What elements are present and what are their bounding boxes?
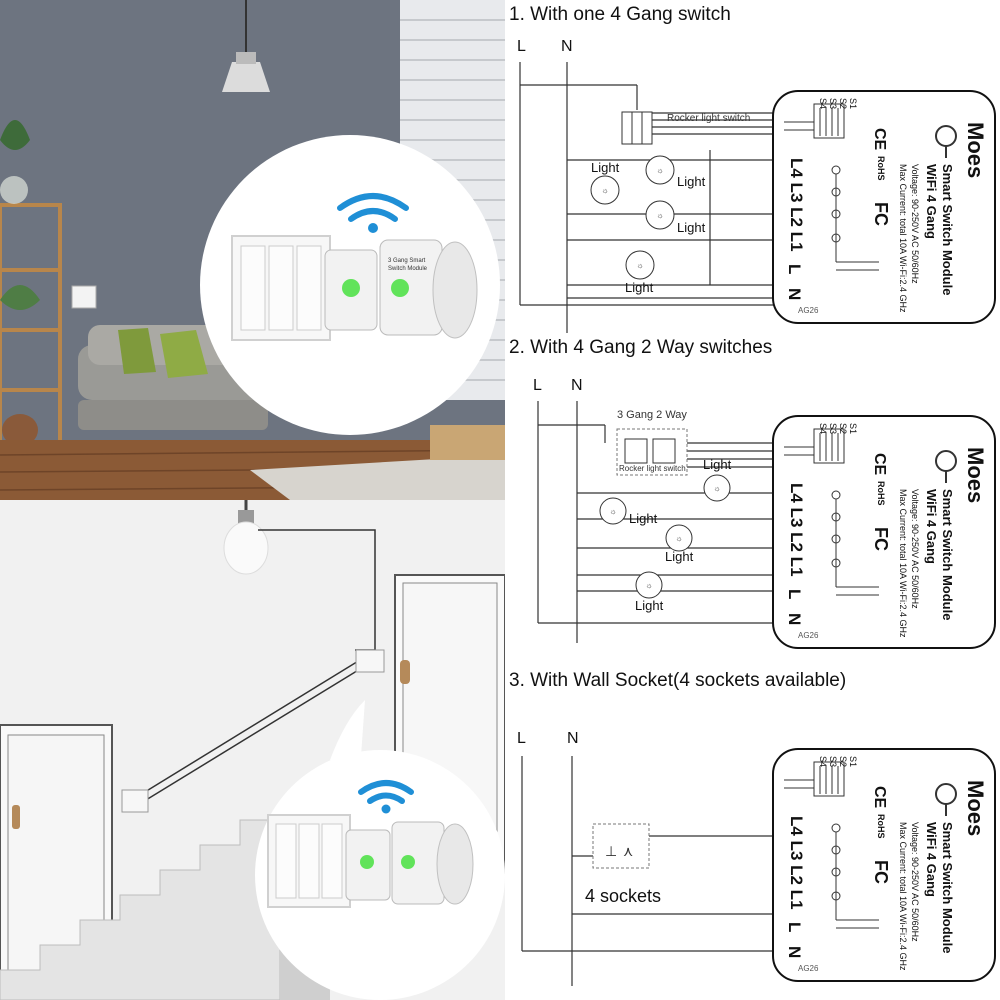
section-title: 3. With Wall Socket(4 sockets available) <box>509 670 847 691</box>
fcc-mark: FC <box>871 202 891 226</box>
rocker-switch-label: Rocker light switch <box>667 113 750 124</box>
switch-terminal-s2: S2 <box>838 423 848 435</box>
voltage-spec: Voltage: 90-250V AC 50/60Hz <box>910 164 920 284</box>
svg-text:⊥: ⊥ <box>605 843 617 859</box>
switch-terminal-s1: S1 <box>848 423 858 435</box>
switch-terminal-s3: S3 <box>828 423 838 435</box>
ce-mark: CE <box>871 453 888 476</box>
model-number: AG26 <box>798 306 819 315</box>
svg-text:Switch Module: Switch Module <box>388 266 428 272</box>
module-subtitle: WiFi 4 Gang <box>924 164 939 239</box>
fcc-mark: FC <box>871 527 891 551</box>
brand-logo: Moes <box>963 447 988 504</box>
light-label: Light <box>677 220 706 235</box>
socket-label: 4 sockets <box>585 886 662 906</box>
voltage-spec: Voltage: 90-250V AC 50/60Hz <box>910 822 920 942</box>
smart-switch-module: L4 L3 L2 L1 L N Moes Smart Switch Module… <box>772 90 996 324</box>
module-title: Smart Switch Module <box>940 164 955 296</box>
brand-logo: Moes <box>963 122 988 179</box>
switch-terminal-s2: S2 <box>838 756 848 768</box>
power-terminal-n: N <box>785 613 804 626</box>
light-label: Light <box>665 549 694 564</box>
switch-terminal-s3: S3 <box>828 98 838 110</box>
wiring-diagram-wall-socket: 3. With Wall Socket(4 sockets available)… <box>505 666 1000 1000</box>
module-title: Smart Switch Module <box>940 489 955 621</box>
fcc-mark: FC <box>871 860 891 884</box>
section-title: 1. With one 4 Gang switch <box>509 4 731 25</box>
live-wire-label: L <box>533 377 542 394</box>
smart-switch-module: L4 L3 L2 L1 L N Moes Smart Switch Module… <box>772 415 996 649</box>
power-terminal-l: L <box>785 264 804 275</box>
svg-text:☼: ☼ <box>601 186 608 195</box>
section-title: 2. With 4 Gang 2 Way switches <box>509 337 773 358</box>
switch-terminal-s4: S4 <box>818 423 828 435</box>
power-terminal-l: L <box>785 589 804 600</box>
switch-terminal-s2: S2 <box>838 98 848 110</box>
switch-terminal-s1: S1 <box>848 98 858 110</box>
wiring-diagram-one-switch: 1. With one 4 Gang switch L N Rocker lig… <box>505 0 1000 333</box>
model-number: AG26 <box>798 631 819 640</box>
light-label: Light <box>629 511 658 526</box>
wiring-lines: 3 Gang 2 Way Rocker light switch ☼ ☼ ☼ ☼ <box>537 401 860 643</box>
wiring-diagram-two-way: 2. With 4 Gang 2 Way switches L N 3 Gang… <box>505 333 1000 666</box>
neutral-wire-label: N <box>561 38 573 55</box>
switch-terminal-s1: S1 <box>848 756 858 768</box>
rohs-mark: RoHS <box>876 814 886 839</box>
rohs-mark: RoHS <box>876 481 886 506</box>
switch-terminal-s3: S3 <box>828 756 838 768</box>
wiring-lines: Rocker light switch ☼ ☼ ☼ ☼ <box>519 62 860 333</box>
ce-mark: CE <box>871 786 888 809</box>
wifi-icon <box>337 193 409 222</box>
neutral-wire-label: N <box>567 730 579 747</box>
svg-text:☼: ☼ <box>713 484 720 493</box>
smart-switch-module: L4 L3 L2 L1 L N Moes Smart Switch Module… <box>772 748 996 982</box>
living-room-photo: 3 Gang Smart Switch Module <box>0 0 505 500</box>
live-wire-label: L <box>517 730 526 747</box>
svg-text:☼: ☼ <box>636 261 643 270</box>
svg-text:☼: ☼ <box>609 507 616 516</box>
svg-text:3 Gang Smart: 3 Gang Smart <box>388 258 426 264</box>
load-terminals: L4 L3 L2 L1 <box>787 816 806 910</box>
power-terminal-l: L <box>785 922 804 933</box>
ce-mark: CE <box>871 128 888 151</box>
power-terminal-n: N <box>785 288 804 301</box>
svg-text:☼: ☼ <box>656 166 663 175</box>
svg-text:☼: ☼ <box>675 534 682 543</box>
svg-text:☼: ☼ <box>656 211 663 220</box>
svg-text:☼: ☼ <box>645 581 652 590</box>
current-spec: Max Current: total 10A Wi-Fi:2.4 GHz <box>898 822 908 971</box>
rocker-switch-label: Rocker light switch <box>619 464 686 473</box>
light-label: Light <box>635 598 664 613</box>
neutral-wire-label: N <box>571 377 583 394</box>
light-label: Light <box>625 280 654 295</box>
current-spec: Max Current: total 10A Wi-Fi:2.4 GHz <box>898 164 908 313</box>
module-title: Smart Switch Module <box>940 822 955 954</box>
switch-terminal-s4: S4 <box>818 98 828 110</box>
model-number: AG26 <box>798 964 819 973</box>
light-label: Light <box>703 457 732 472</box>
two-way-group-label: 3 Gang 2 Way <box>617 409 687 421</box>
current-spec: Max Current: total 10A Wi-Fi:2.4 GHz <box>898 489 908 638</box>
svg-text:⋏: ⋏ <box>623 843 633 859</box>
load-terminals: L4 L3 L2 L1 <box>787 158 806 252</box>
light-label: Light <box>677 174 706 189</box>
rohs-mark: RoHS <box>876 156 886 181</box>
voltage-spec: Voltage: 90-250V AC 50/60Hz <box>910 489 920 609</box>
live-wire-label: L <box>517 38 526 55</box>
switch-terminal-s4: S4 <box>818 756 828 768</box>
staircase-photo <box>0 500 505 1000</box>
brand-logo: Moes <box>963 780 988 837</box>
module-subtitle: WiFi 4 Gang <box>924 489 939 564</box>
load-terminals: L4 L3 L2 L1 <box>787 483 806 577</box>
module-subtitle: WiFi 4 Gang <box>924 822 939 897</box>
power-terminal-n: N <box>785 946 804 959</box>
light-label: Light <box>591 160 620 175</box>
